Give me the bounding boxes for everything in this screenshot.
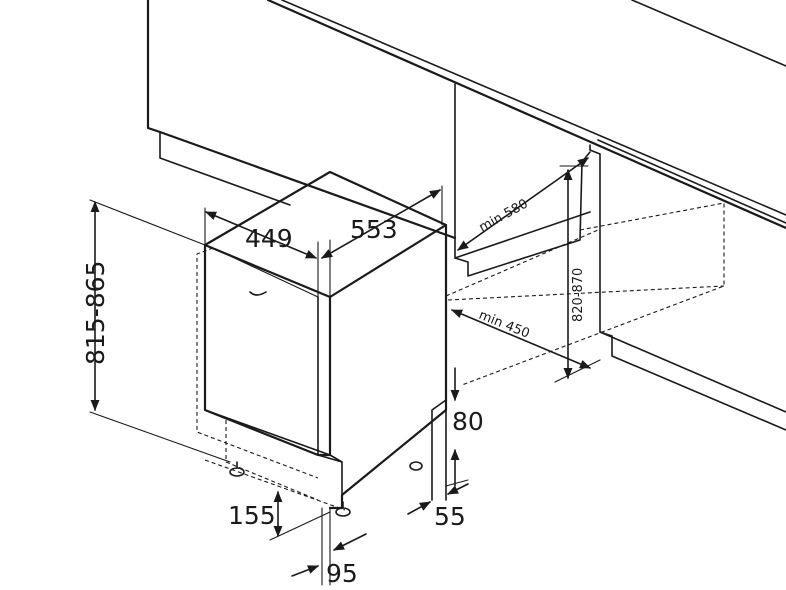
toe-kick-label: 55 <box>434 502 466 531</box>
min-width-label: min 450 <box>477 308 532 342</box>
plinth-recess <box>431 399 447 501</box>
right-cabinet <box>589 144 786 431</box>
dimension-lines <box>89 157 601 586</box>
foot-height-label: 155 <box>228 501 276 530</box>
niche-outline <box>445 202 725 386</box>
countertop <box>146 0 786 240</box>
niche-height-label: 820-870 <box>571 268 586 322</box>
plinth-label: 80 <box>452 407 484 436</box>
width-label: 449 <box>245 224 293 253</box>
foot-offset-label: 95 <box>326 559 358 588</box>
dishwasher-body <box>203 170 448 510</box>
depth-label: 553 <box>350 215 398 244</box>
min-depth-label: min 580 <box>477 196 531 235</box>
height-range-label: 815-865 <box>81 261 110 365</box>
adjustable-feet <box>229 461 423 517</box>
panel-outline <box>196 247 346 511</box>
